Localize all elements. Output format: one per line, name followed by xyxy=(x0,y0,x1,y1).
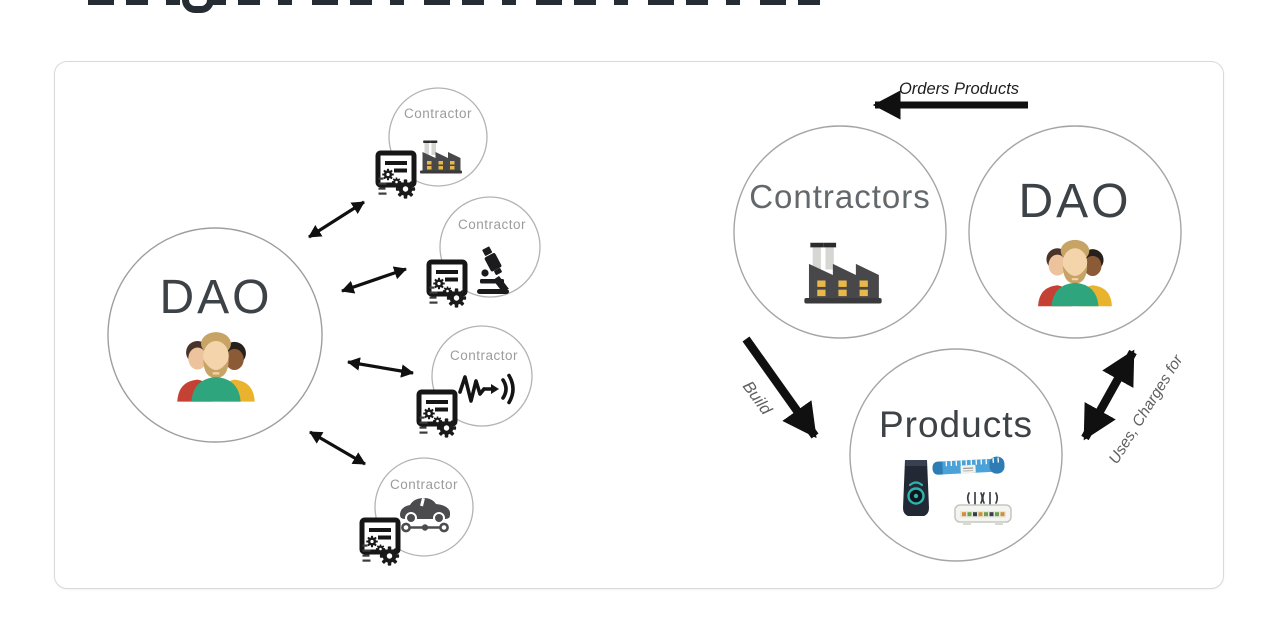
build-label: Build xyxy=(739,378,776,419)
cropped-page-title-fragments xyxy=(88,0,832,5)
contractor-label-4: Contractor xyxy=(390,477,458,492)
dao-contractor-arrow-3 xyxy=(347,357,414,378)
products-node: Products xyxy=(849,348,1063,562)
dao-contractor-arrow-2 xyxy=(341,266,407,294)
right-dao-node: DAO xyxy=(968,125,1182,339)
dao-contractor-arrow-4 xyxy=(309,430,366,466)
smart-contract-icon-3 xyxy=(419,392,456,438)
contractor-label-2: Contractor xyxy=(458,217,526,232)
contractor-label-1: Contractor xyxy=(404,106,472,121)
uses-charges-arrow xyxy=(1081,349,1137,441)
right-dao-label: DAO xyxy=(1018,175,1131,228)
cropped-title-descender-fragment xyxy=(182,0,214,13)
smart-contract-icon-1 xyxy=(378,153,415,199)
left-dao-label: DAO xyxy=(159,271,272,324)
diagram-panel: DAO Contractor Contractor xyxy=(54,61,1224,589)
right-contractors-node: Contractors xyxy=(733,125,947,339)
dao-contractor-arrow-1 xyxy=(308,200,365,239)
orders-products-label: Orders Products xyxy=(899,80,1019,98)
smart-contract-icon-4 xyxy=(362,520,399,566)
dao-diagram-canvas: DAO Contractor Contractor xyxy=(107,80,1187,588)
right-contractors-label: Contractors xyxy=(749,178,931,215)
contractor-label-3: Contractor xyxy=(450,348,518,363)
uses-charges-label: Uses, Charges for xyxy=(1106,351,1187,467)
left-dao-diagram: DAO Contractor Contractor xyxy=(107,87,541,566)
dao-contractor-arrows xyxy=(308,200,414,466)
smart-speaker-icon xyxy=(901,458,931,518)
smart-contract-icon-2 xyxy=(429,262,466,308)
products-label: Products xyxy=(879,404,1033,445)
right-dao-diagram: Orders Products Contractors DAO Build Us… xyxy=(733,80,1187,562)
build-arrow xyxy=(742,336,819,439)
